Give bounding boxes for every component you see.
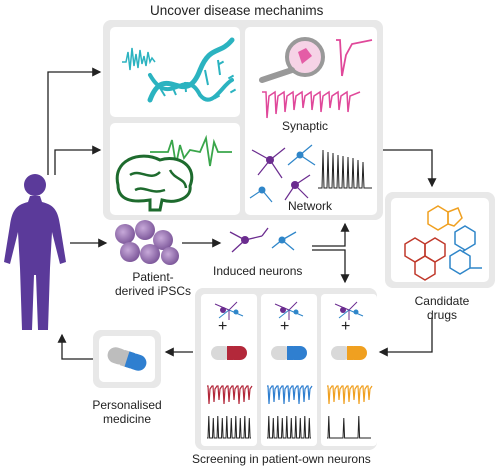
epsc-train-trace — [262, 90, 361, 119]
molecule-icon — [404, 205, 482, 281]
personalised-label-line2: medicine — [102, 412, 152, 426]
screening-neurons-icon — [334, 301, 364, 320]
drug-epsc-trace — [267, 385, 313, 405]
drug-spike-trace — [267, 415, 311, 439]
induced-neurons-label: Induced neurons — [213, 264, 303, 278]
screening-label: Screening in patient-own neurons — [192, 452, 371, 466]
induced-neurons-icon — [229, 227, 297, 253]
screening-card-orange — [321, 294, 377, 446]
screening-columns — [201, 294, 377, 446]
screening-card-blue — [261, 294, 317, 446]
brain-activity-trace — [150, 134, 232, 167]
single-epsc-trace — [336, 39, 373, 77]
personalised-medicine-label: Personalised medicine — [82, 398, 172, 426]
diagram-title: Uncover disease mechanims — [150, 3, 324, 18]
genetic-card — [110, 27, 240, 117]
brain-icon — [115, 154, 194, 212]
magnifier-icon — [259, 37, 325, 83]
patient-label-line2: derived iPSCs — [114, 284, 192, 298]
plus-sign-3: + — [341, 318, 351, 335]
recording-trace — [122, 47, 156, 71]
drug-epsc-trace — [207, 385, 253, 405]
ipsc-cells-icon — [115, 220, 179, 265]
patient-label-line1: Patient- — [132, 270, 174, 284]
drug-spike-trace — [207, 415, 251, 439]
patient-ipsc-label: Patient- derived iPSCs — [108, 270, 198, 298]
plus-sign-1: + — [218, 318, 228, 335]
candidate-drugs-label: Candidate drugs — [402, 294, 482, 322]
network-spike-trace — [318, 149, 372, 189]
pill-capsule-icon — [211, 346, 247, 360]
dna-base-pairs — [159, 59, 221, 97]
screening-neurons-icon — [214, 301, 244, 320]
drug-spike-trace — [327, 415, 371, 439]
candidate-label-line1: Candidate — [414, 294, 470, 308]
flow-arrows — [47, 67, 437, 360]
drug-epsc-trace — [327, 385, 373, 405]
personalised-pill-icon — [107, 347, 147, 371]
dna-icon — [147, 37, 235, 103]
dna-fragments — [213, 60, 237, 100]
plus-sign-2: + — [280, 318, 290, 335]
synaptic-label: Synaptic — [282, 119, 329, 133]
network-label: Network — [288, 199, 333, 213]
screening-neurons-icon — [274, 301, 304, 320]
neuron-somas — [258, 151, 304, 194]
pill-capsule-icon — [271, 346, 307, 360]
human-silhouette-icon — [4, 174, 66, 330]
personalised-label-line1: Personalised — [92, 398, 162, 412]
screening-card-red — [201, 294, 257, 446]
pill-capsule-icon — [331, 346, 367, 360]
candidate-label-line2: drugs — [426, 308, 458, 322]
